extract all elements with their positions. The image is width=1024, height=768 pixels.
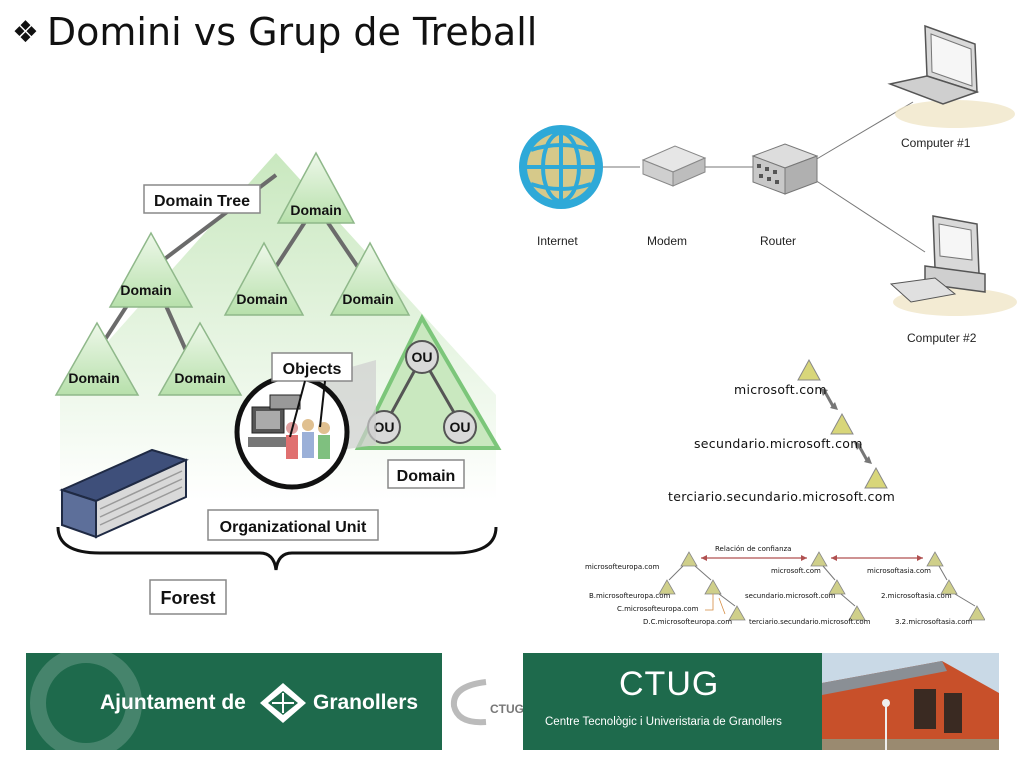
- trust-node-label: B.microsofteuropa.com: [589, 592, 671, 600]
- router-label: Router: [760, 234, 796, 248]
- network-diagram: Internet Modem Router Computer #1 Comput…: [519, 24, 1017, 345]
- granollers-text: Granollers: [313, 691, 419, 714]
- trust-node-label: 2.microsoftasia.com: [881, 592, 952, 600]
- diamond-bullet-icon: ❖: [12, 15, 39, 50]
- building-photo: [822, 653, 999, 750]
- trust-node-label: 3.2.microsoftasia.com: [895, 618, 973, 626]
- ctug-subtitle: Centre Tecnològic i Univeristaria de Gra…: [545, 716, 782, 728]
- slide-title-text: Domini vs Grup de Treball: [46, 10, 537, 54]
- modem-label: Modem: [647, 234, 687, 248]
- trust-node-label: microsoft.com: [771, 567, 821, 575]
- dns-node-label: microsoft.com: [734, 382, 827, 397]
- ajuntament-text: Ajuntament de: [100, 691, 246, 714]
- trust-node-label: terciario.secundario.microsoft.com: [749, 618, 871, 626]
- ou-label: OU: [412, 349, 433, 365]
- ou-label: OU: [450, 419, 471, 435]
- dns-hierarchy-diagram: microsoft.com secundario.microsoft.com t…: [668, 358, 895, 504]
- domain-label: Domain: [174, 370, 225, 386]
- domain-forest-diagram: Domain Domain Domain Domain Domain Domai…: [54, 151, 502, 615]
- trust-node-label: C.microsofteuropa.com: [617, 605, 699, 613]
- trust-relation-diagram: Relación de confianza microsofteuropa.co…: [585, 545, 985, 626]
- dns-node-label: terciario.secundario.microsoft.com: [668, 489, 895, 504]
- forest-binder-icon: [59, 448, 189, 539]
- domain-label: Domain: [342, 291, 393, 307]
- internet-label: Internet: [537, 234, 578, 248]
- ou-label: OU: [374, 419, 395, 435]
- ctug-logo: CTUG Centre Tecnològic i Univeristaria d…: [523, 653, 823, 750]
- desktop-icon: [889, 215, 1017, 316]
- ou-domain-label: Domain: [397, 468, 456, 485]
- domain-label: Domain: [236, 291, 287, 307]
- domain-label: Domain: [120, 282, 171, 298]
- modem-icon: [641, 145, 707, 187]
- trust-node-label: microsoftasia.com: [867, 567, 931, 575]
- domain-tree-label: Domain Tree: [154, 193, 250, 210]
- forest-label: Forest: [160, 588, 215, 608]
- computer1-label: Computer #1: [901, 136, 971, 150]
- trust-node-label: secundario.microsoft.com: [745, 592, 836, 600]
- laptop-icon: [887, 24, 1015, 128]
- computer2-label: Computer #2: [907, 331, 977, 345]
- router-icon: [751, 143, 819, 195]
- dns-node-label: secundario.microsoft.com: [694, 436, 863, 451]
- granollers-emblem-icon: [260, 683, 306, 723]
- trust-node-label: microsofteuropa.com: [585, 563, 659, 571]
- objects-icon: [248, 394, 330, 459]
- ctug-small-text: CTUG: [490, 702, 524, 716]
- trust-relation-label: Relación de confianza: [715, 545, 791, 553]
- trust-node-label: D.C.microsofteuropa.com: [643, 618, 732, 626]
- organizational-unit-label: Organizational Unit: [220, 519, 367, 536]
- domain-label: Domain: [290, 202, 341, 218]
- ajuntament-granollers-logo: Ajuntament de Granollers: [26, 653, 442, 750]
- ctug-swoosh-icon: [450, 679, 487, 726]
- domain-label: Domain: [68, 370, 119, 386]
- objects-label: Objects: [283, 361, 342, 378]
- internet-globe-icon: [519, 125, 603, 209]
- forest-brace: [56, 526, 498, 571]
- ctug-small-logo: CTUG: [446, 676, 524, 728]
- slide-title: ❖Domini vs Grup de Treball: [12, 10, 537, 54]
- ctug-title: CTUG: [619, 665, 720, 703]
